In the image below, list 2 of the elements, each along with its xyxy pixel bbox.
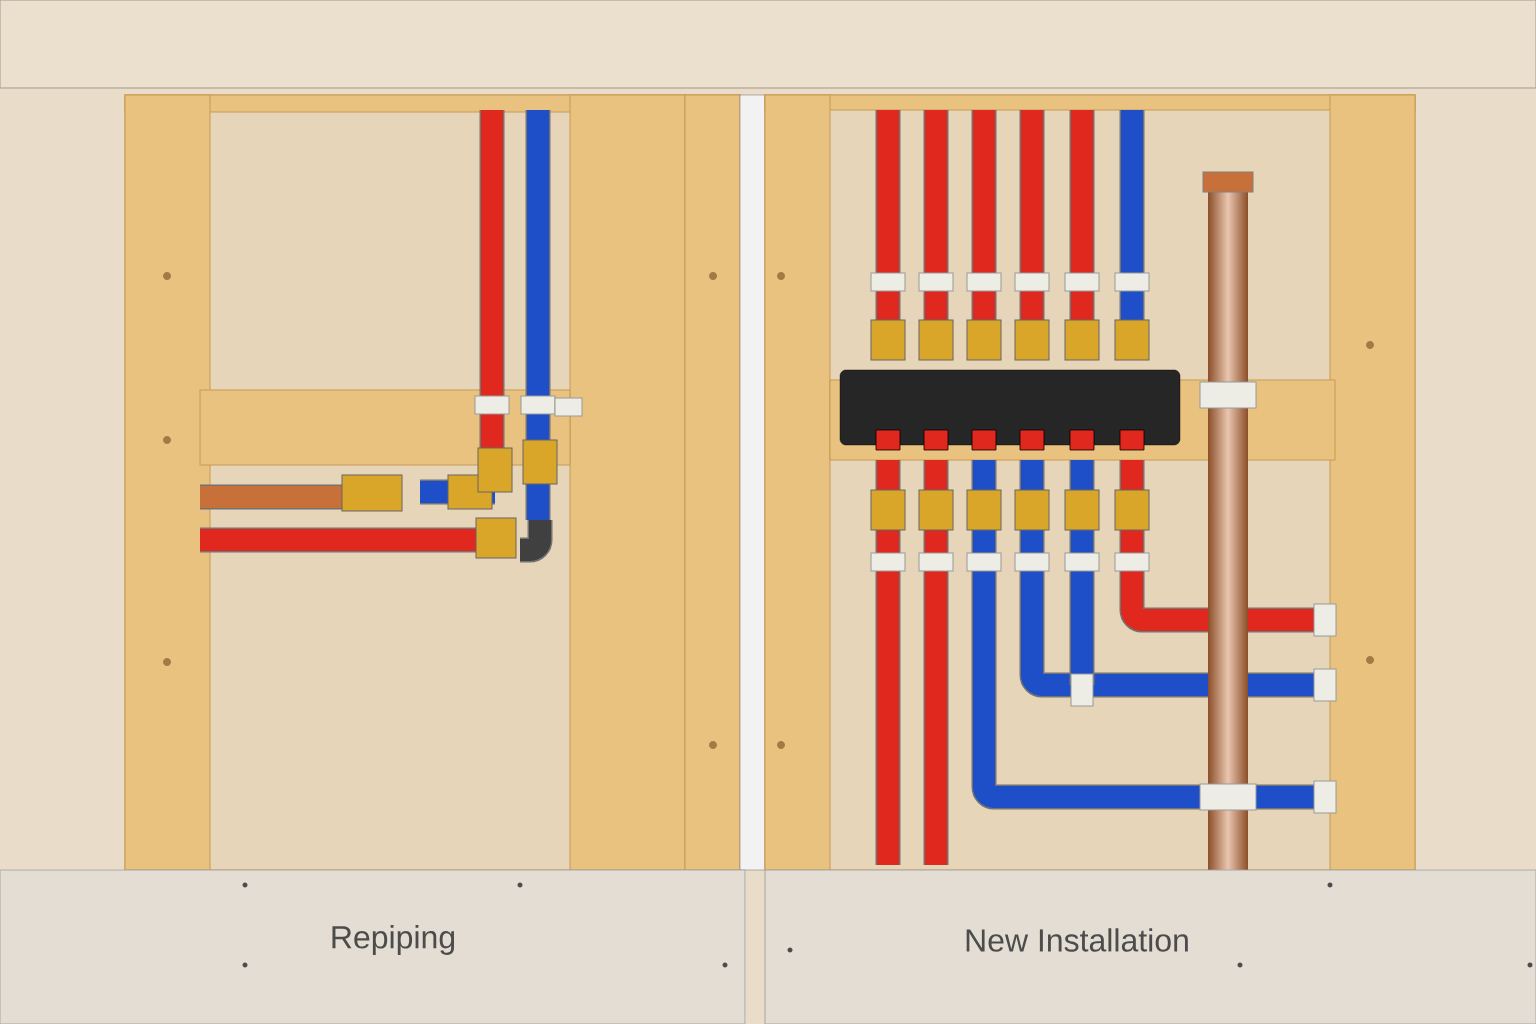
- panel-label: New Installation: [966, 928, 1188, 952]
- panel-label: Repiping: [332, 925, 455, 955]
